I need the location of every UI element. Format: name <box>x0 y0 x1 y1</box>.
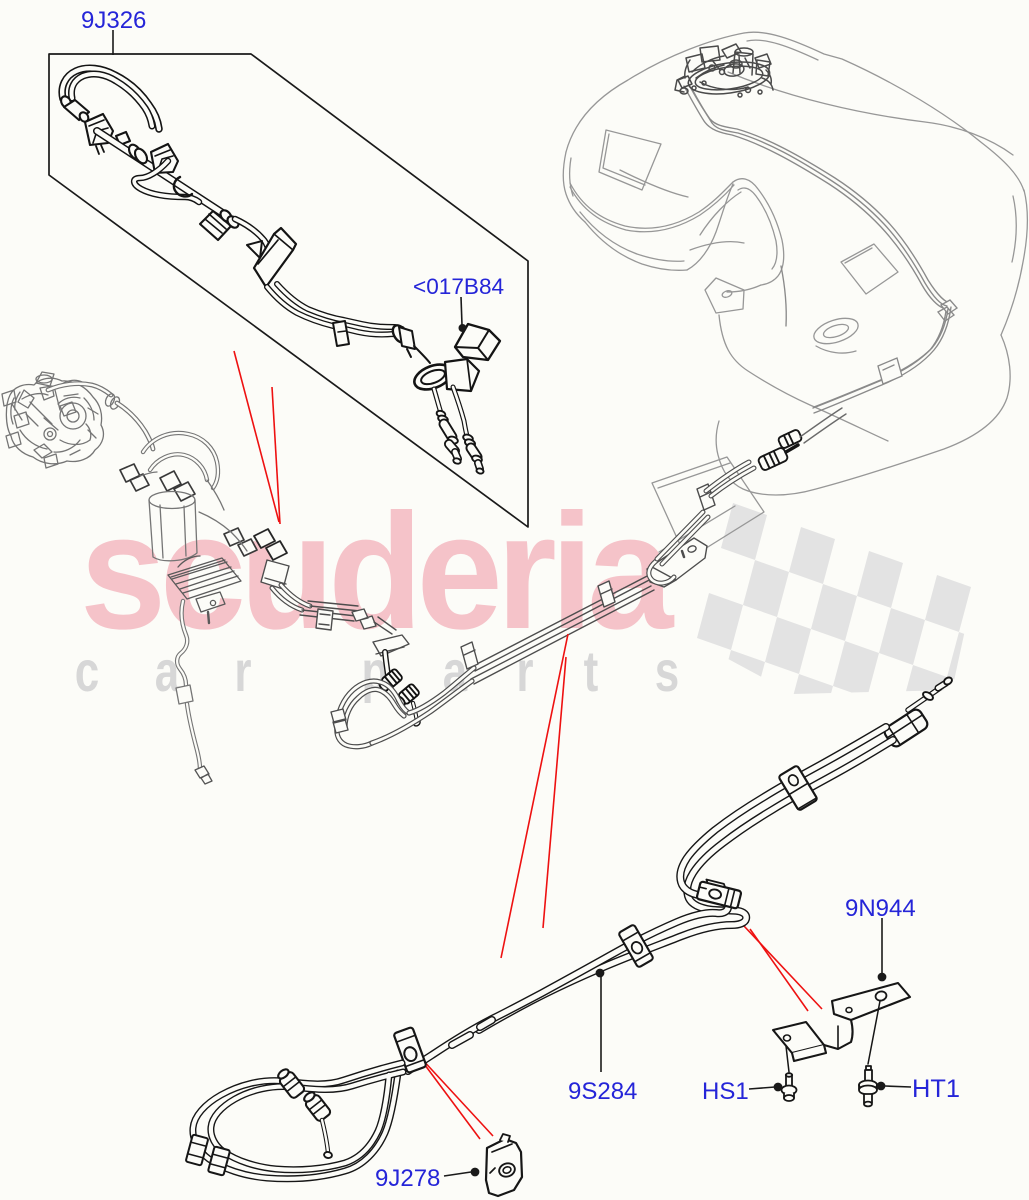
svg-text:9S284: 9S284 <box>568 1078 637 1105</box>
svg-text:9J278: 9J278 <box>375 1165 440 1192</box>
svg-text:9J326: 9J326 <box>81 7 146 34</box>
svg-text:r: r <box>234 639 251 703</box>
svg-text:r: r <box>516 639 533 703</box>
svg-text:HS1: HS1 <box>702 1078 749 1105</box>
svg-text:c: c <box>75 639 99 703</box>
svg-text:<017B84: <017B84 <box>413 274 504 299</box>
svg-text:a: a <box>155 639 180 703</box>
svg-text:HT1: HT1 <box>912 1075 960 1103</box>
svg-text:9N944: 9N944 <box>845 895 916 922</box>
svg-text:s: s <box>655 639 679 703</box>
svg-text:scuderia: scuderia <box>80 479 675 663</box>
svg-text:t: t <box>584 639 599 703</box>
